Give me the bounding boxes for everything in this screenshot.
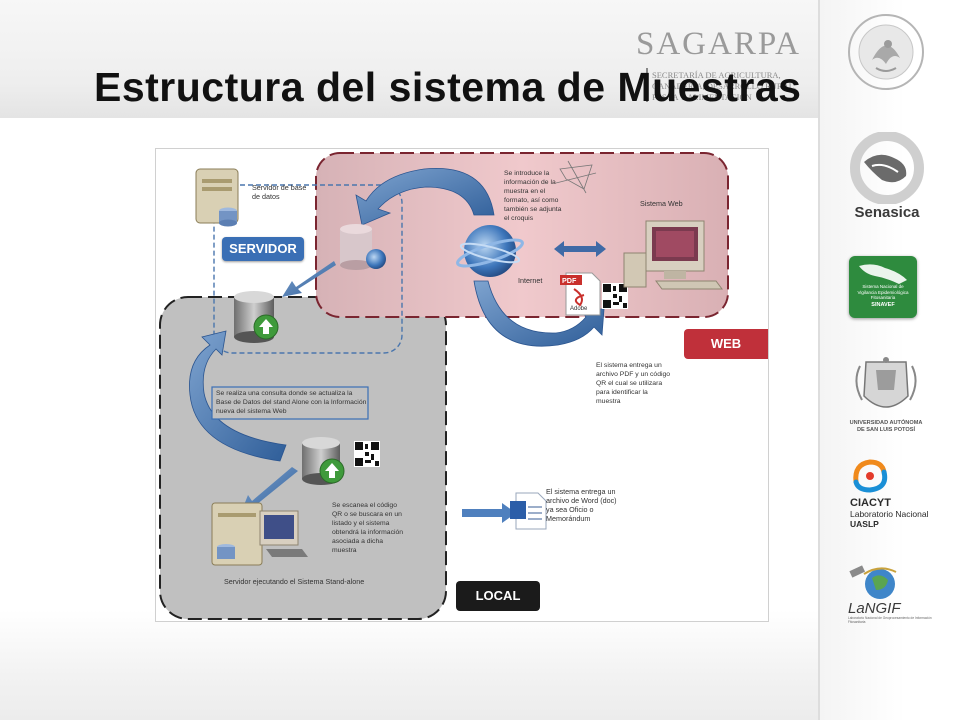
web-delivery-text: El sistema entrega un archivo PDF y un c… [596,362,671,405]
arrow-web-to-db [355,167,495,226]
web-database-icon [340,224,386,270]
arrow-local-loop [189,330,287,462]
ciacyt-text: CIACYT Laboratorio Nacional UASLP [850,498,942,530]
ciacyt-line: Laboratorio Nacional [850,508,929,519]
header-band [0,0,960,118]
uaslp-logo: UNIVERSIDAD AUTÓNOMA DE SAN LUIS POTOSÍ [846,356,926,440]
servidor-zone [213,184,403,354]
system-diagram: Servidor de base de datos SERVIDOR Se in… [155,148,769,622]
senasica-map-icon [850,131,924,205]
sagarpa-sub-line: PESCA Y ALIMENTACIÓN [652,92,752,102]
word-delivery-text: El sistema entrega un archivo de Word (d… [546,487,617,523]
diagram-graphics [159,152,729,620]
web-tag: WEB [684,329,768,359]
sinavef-line: SINAVEF [871,301,895,308]
ciacyt-swirl-icon [853,459,888,493]
standalone-computer-icon [211,502,308,566]
globe-satellite-icon [849,565,897,599]
ciacyt-line: CIACYT [850,497,891,509]
sagarpa-wordmark: SAGARPA [636,26,802,62]
escaneo-text: Se escanea el código QR o se buscara en … [332,502,404,554]
sinavef-text: Sistema Nacional de Vigilancia Epidemiol… [851,284,915,308]
ciacyt-logo: CIACYT Laboratorio Nacional UASLP [848,456,944,550]
qr-code-local-icon [354,441,380,467]
langif-subtitle: Laboratorio Nacional de Geoprocesamiento… [848,616,932,624]
arrow-web-to-server [282,261,336,297]
internet-label: Internet [518,276,543,285]
sagarpa-subtitle: SECRETARÍA DE AGRICULTURA, GANADERÍA, DE… [652,70,812,103]
mexico-seal-logo [846,12,926,92]
sagarpa-rule [646,68,648,102]
consulta-box [211,386,369,420]
sagarpa-sub-line: SECRETARÍA DE AGRICULTURA, [652,70,781,80]
sinavef-line: Fitosanitaria [870,295,896,300]
langif-name: LaNGIF [848,600,901,617]
senasica-name: Senasica [854,204,920,221]
uaslp-line: DE SAN LUIS POTOSÍ [856,427,916,433]
double-arrow [554,241,606,257]
slide-title: Estructura del sistema de Muestras [94,64,802,110]
word-document-icon [510,492,547,530]
web-intro-text: Se introduce la información de la muestr… [504,170,562,222]
sinavef-logo: Sistema Nacional de Vigilancia Epidemiol… [849,256,917,318]
arrow-to-word [462,503,516,523]
ciacyt-line: UASLP [850,519,879,529]
local-tag: LOCAL [456,581,540,611]
standalone-label: Servidor ejecutando el Sistema Stand-alo… [224,577,365,586]
sagarpa-logo: SAGARPA SECRETARÍA DE AGRICULTURA, GANAD… [636,26,812,106]
web-computer-icon [623,220,723,290]
sinavef-line: Vigilancia Epidemiológica [857,289,909,295]
langif-logo: LaNGIF Laboratorio Nacional de Geoproces… [846,562,942,624]
servidor-bd-label: Servidor de base de datos [252,183,307,201]
uaslp-line: UNIVERSIDAD AUTÓNOMA [849,420,923,426]
consulta-text: Se realiza una consulta donde se actuali… [216,390,367,415]
servidor-tag: SERVIDOR [222,237,304,261]
sagarpa-sub-line: GANADERÍA, DESARROLLO RURAL, [652,81,797,91]
uaslp-crest-icon [855,357,917,408]
server-tower-icon [195,168,239,227]
footer-band [0,610,960,720]
croquis-sketch-icon [555,160,597,194]
senasica-logo: Senasica [842,131,932,224]
uaslp-text: UNIVERSIDAD AUTÓNOMA DE SAN LUIS POTOSÍ [846,420,926,434]
sinavef-line: Sistema Nacional de [862,284,904,289]
pdf-document-icon [560,272,601,316]
map-mexico-icon [859,264,907,284]
internet-globe-icon [456,225,524,277]
server-database-icon [234,291,279,343]
local-database-icon [302,437,345,485]
pdf-label: PDF [562,276,577,285]
adobe-label: Adobe [570,306,588,312]
sistema-web-label: Sistema Web [640,199,683,208]
eagle-seal-icon [848,14,924,90]
